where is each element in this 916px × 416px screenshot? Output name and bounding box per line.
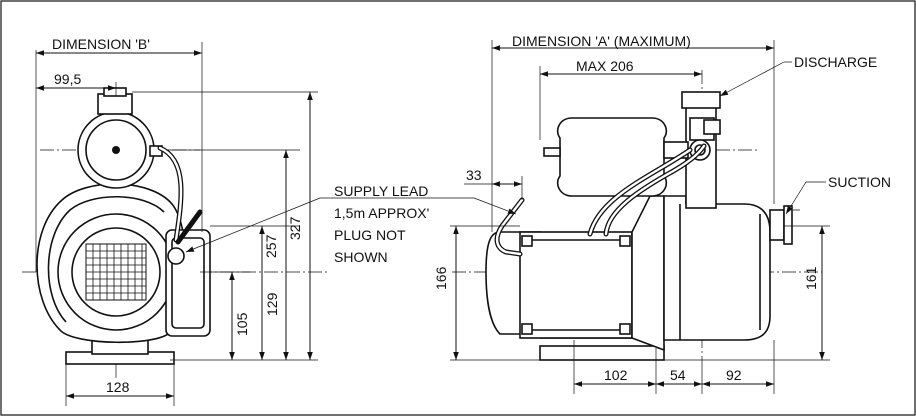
dimension-a-label: DIMENSION 'A' (MAXIMUM) <box>512 33 691 49</box>
supply-lead-line-3: PLUG NOT <box>334 227 406 243</box>
dim-102: 102 <box>604 367 628 383</box>
dim-33: 33 <box>466 167 482 183</box>
dim-129: 129 <box>264 292 280 316</box>
side-view <box>185 40 830 394</box>
dimension-b-label: DIMENSION 'B' <box>52 36 150 52</box>
supply-lead-note: SUPPLY LEAD 1,5m APPROX' PLUG NOT SHOWN <box>334 183 429 265</box>
dim-327: 327 <box>287 216 303 240</box>
fan-grille <box>85 243 147 301</box>
dim-99-5: 99,5 <box>54 71 81 87</box>
dim-54: 54 <box>670 367 686 383</box>
dim-128: 128 <box>106 379 130 395</box>
dim-257: 257 <box>263 234 279 258</box>
dim-161: 161 <box>803 266 819 290</box>
dim-166: 166 <box>433 266 449 290</box>
dim-105: 105 <box>234 312 250 336</box>
dim-92: 92 <box>726 367 742 383</box>
supply-lead-line-4: SHOWN <box>334 249 388 265</box>
supply-lead-line-2: 1,5m APPROX' <box>334 205 429 221</box>
supply-lead-line-1: SUPPLY LEAD <box>334 183 428 199</box>
suction-label: SUCTION <box>828 174 891 190</box>
end-view <box>22 42 330 406</box>
discharge-label: DISCHARGE <box>794 54 877 70</box>
max-206-label: MAX 206 <box>576 58 634 74</box>
